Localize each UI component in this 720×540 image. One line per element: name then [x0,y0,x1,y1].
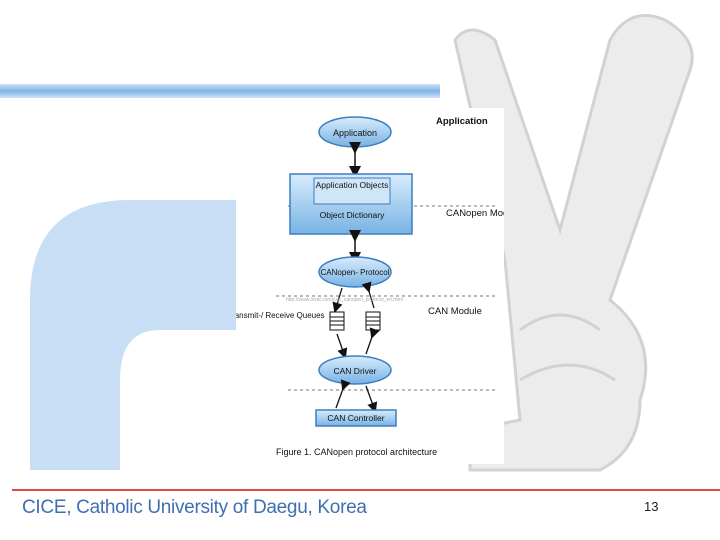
architecture-diagram: Application Application Objects Object D… [236,116,504,457]
can-controller-label: CAN Controller [327,413,384,423]
canopen-protocol-node [318,256,392,288]
figure-caption: Figure 1. CANopen protocol architecture [276,447,437,457]
header-accent-bar [0,84,440,98]
application-node-label: Application [333,128,377,138]
arrow-protocol-queue-right [361,281,375,309]
layer-label-application: Application [436,116,488,127]
object-dictionary-label: Object Dictionary [320,210,385,220]
application-objects-text: Application Objects [316,180,389,190]
arrow-driver-controller-left [335,379,351,409]
peace-hand-graphic [453,14,694,472]
arrow-protocol-queue-left [332,287,343,313]
page-number: 13 [644,499,659,514]
canopen-architecture-figure: Application Application Objects Object D… [236,108,504,464]
source-watermark: http://www.ixxat.com/can_canopen_protoco… [286,297,403,303]
can-driver-label: CAN Driver [334,366,377,376]
can-controller-box [315,409,397,427]
arrow-driver-controller-right [365,385,378,413]
canopen-protocol-label: CANopen- Protocol [321,268,390,277]
arrow-queue-driver-right [365,327,380,355]
footer-divider [12,489,720,491]
application-objects-box [313,177,391,205]
footer-organization: CICE, Catholic University of Daegu, Kore… [22,497,367,518]
layer-label-can-module: CAN Module [428,306,482,317]
layer-label-canopen-module: CANopen Module [446,208,504,219]
c-logo-shape [30,200,260,470]
can-driver-node [318,355,392,385]
transmit-queue-icon [329,311,345,331]
queues-label: Transmit-/ Receive Queues [236,311,325,320]
application-objects-label: Application Objects [316,180,389,190]
arrow-queue-driver-left [336,333,348,359]
receive-queue-icon [365,311,381,331]
